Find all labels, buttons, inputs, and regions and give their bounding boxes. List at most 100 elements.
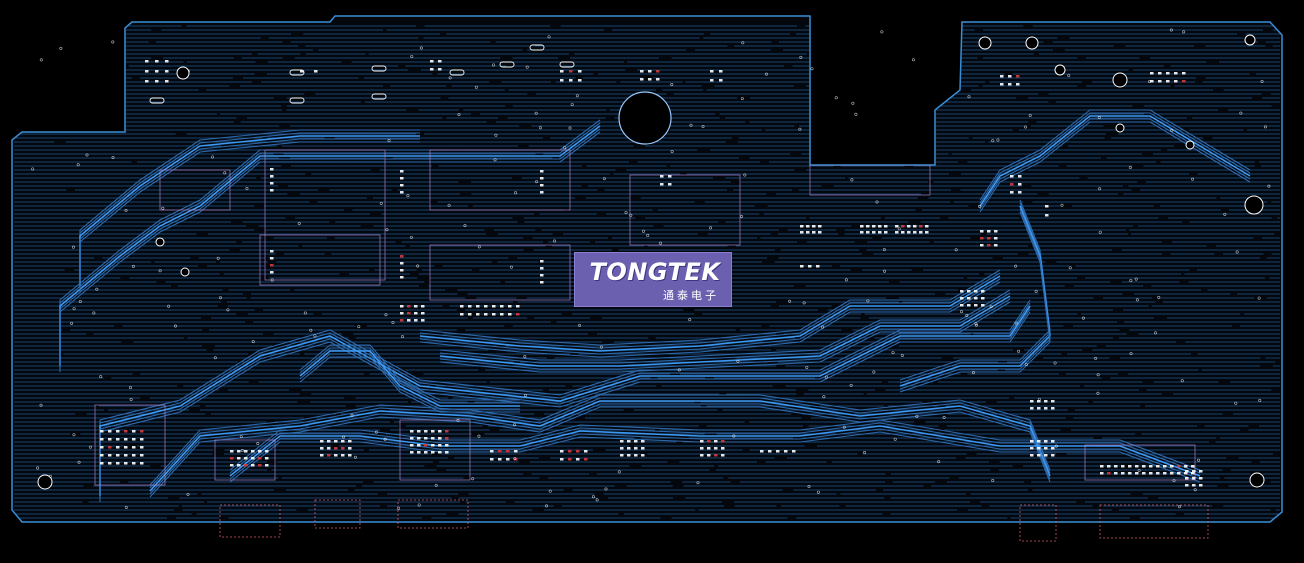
smd-pad (584, 450, 588, 453)
connector-courtyards (219, 499, 1209, 542)
smd-pad (400, 255, 404, 258)
smd-pad (800, 265, 804, 268)
smd-pad (341, 454, 345, 457)
smd-pad (812, 231, 816, 234)
via (875, 200, 879, 204)
smd-pad (719, 79, 723, 82)
via (741, 41, 745, 45)
smd-pad (334, 454, 338, 457)
via (223, 171, 227, 175)
smd-pad (634, 454, 638, 457)
smd-pad (438, 437, 442, 440)
via (218, 296, 222, 300)
smd-pad (540, 274, 544, 277)
logo-subtitle-text: 通泰电子 (663, 289, 719, 302)
smd-pad (400, 312, 404, 315)
smd-pad (140, 430, 144, 433)
smd-pad (987, 244, 991, 247)
via (71, 245, 75, 249)
smd-pad (270, 182, 274, 185)
smd-pad (1107, 472, 1111, 475)
smd-pad (700, 447, 704, 450)
via (357, 325, 361, 329)
smd-pad (348, 440, 352, 443)
smd-pad (1156, 472, 1160, 475)
smd-pad (1016, 75, 1020, 78)
smd-pad (1185, 484, 1189, 487)
smd-pad (569, 79, 573, 82)
smd-pad (445, 430, 449, 433)
via (965, 313, 969, 317)
via (1097, 116, 1101, 120)
via (416, 264, 420, 268)
smd-pad (431, 437, 435, 440)
smd-pad (417, 437, 421, 440)
via (1054, 444, 1058, 448)
smd-pad (714, 454, 718, 457)
smd-pad (812, 225, 816, 228)
smd-pad (1107, 465, 1111, 468)
smd-pad (967, 290, 971, 293)
silkscreen-outline (264, 149, 386, 281)
smd-pad (634, 447, 638, 450)
smd-pad (438, 451, 442, 454)
smd-pad (1158, 72, 1162, 75)
smd-pad (540, 191, 544, 194)
bus-trace (419, 275, 1001, 352)
via (1067, 73, 1071, 77)
smd-pad (641, 447, 645, 450)
smd-pad (1044, 447, 1048, 450)
bus-trace (59, 128, 601, 369)
smd-pad (1192, 470, 1196, 473)
smd-pad (913, 225, 917, 228)
via (1193, 488, 1197, 492)
smd-pad (660, 183, 664, 186)
smd-pad (124, 454, 128, 457)
via (872, 370, 876, 374)
via (1223, 212, 1227, 216)
smd-pad (1185, 470, 1189, 473)
smd-pad (568, 450, 572, 453)
via (788, 299, 792, 303)
via (158, 269, 162, 273)
via (59, 46, 63, 50)
via (849, 383, 853, 387)
via (72, 307, 76, 311)
via (342, 435, 346, 439)
smd-pad (640, 70, 644, 73)
oval-slot (559, 61, 575, 68)
smd-pad (1030, 400, 1034, 403)
smd-pad (424, 451, 428, 454)
bus-trace (899, 205, 1051, 387)
via (85, 153, 89, 157)
smd-pad (320, 454, 324, 457)
smd-pad (431, 444, 435, 447)
circle-icon (1115, 123, 1125, 133)
smd-pad (540, 267, 544, 270)
via (397, 506, 401, 510)
smd-pad (132, 438, 136, 441)
silkscreen-outline (429, 244, 571, 301)
smd-pad (1199, 484, 1203, 487)
bus-trace (979, 109, 1251, 201)
smd-pad (1114, 472, 1118, 475)
via (891, 351, 895, 355)
smd-pad (656, 70, 660, 73)
via (563, 146, 567, 150)
bus-trace (149, 406, 1051, 498)
bus-trace (299, 344, 520, 401)
via (991, 479, 995, 483)
smd-pad (860, 225, 864, 228)
smd-pad (901, 225, 905, 228)
via (689, 123, 693, 127)
smd-pad (1010, 175, 1014, 178)
smd-pad (1037, 447, 1041, 450)
smd-pad (1037, 440, 1041, 443)
circle-icon (1185, 140, 1195, 150)
via (798, 127, 802, 131)
smd-pad (1174, 80, 1178, 83)
bus-trace (439, 289, 1011, 361)
smd-pad (265, 457, 269, 460)
smd-pad (776, 450, 780, 453)
via (915, 414, 919, 418)
